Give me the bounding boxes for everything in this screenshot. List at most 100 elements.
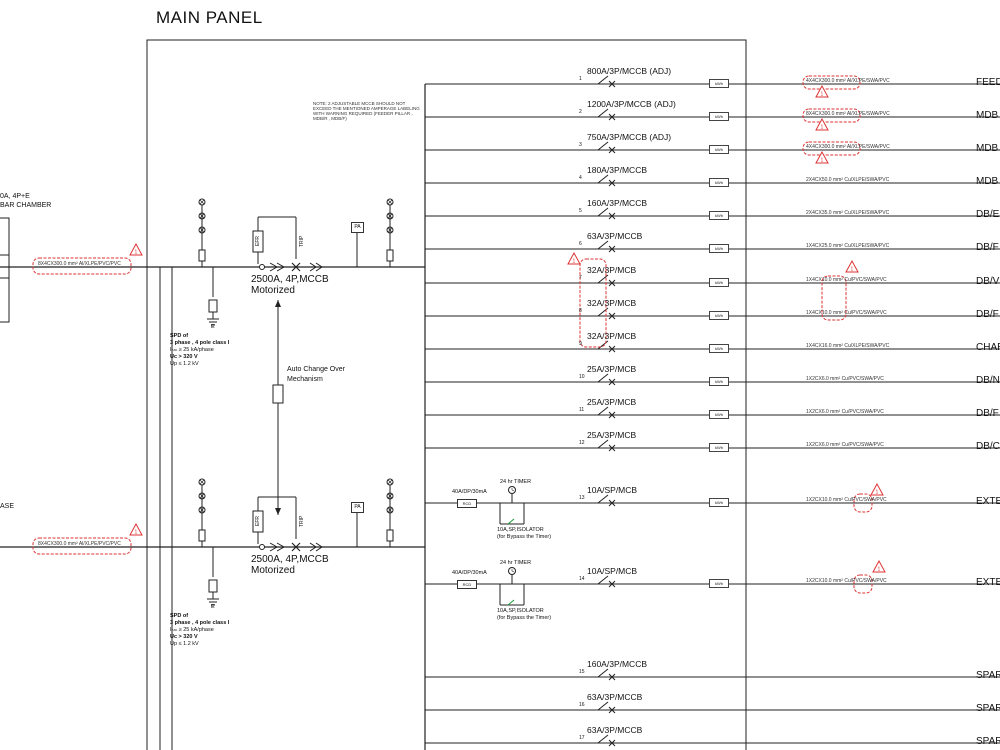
fuse-2-0 [198,529,206,542]
incomer-label-2-0: ASE [0,503,15,510]
circuit-number-6: 6 [579,241,582,247]
rev-cloud-7 [821,275,847,321]
spd-spec-1-2: Iₙₘ ≥ 25 kA/phase [170,347,214,353]
ct-cross [387,199,393,205]
circuit-rating-11: 25A/3P/MCB [587,397,637,407]
timer-hands [511,488,515,492]
circuit-rating-12: 25A/3P/MCB [587,430,637,440]
destination-10: DB/N [976,375,1000,386]
rev-flag-3-label: 1 [821,158,824,164]
circuit-rating-4: 180A/3P/MCCB [587,165,647,175]
ct-sensor-2 [259,544,265,550]
breaker-5-blade [597,207,609,217]
circuit-number-16: 16 [579,702,585,708]
breaker-3-blade [597,141,609,151]
earth-label-1: E [211,324,215,330]
destination-4: MDB [976,176,999,187]
circuit-number-12: 12 [579,440,585,446]
rev-flag-14 [872,559,886,573]
breaker-7-blade [597,274,609,284]
incomer-cable-1: 8X4CX300.0 mm² Al/XLPE/PVC/PVC [38,261,121,267]
spd-spec-2-2: Iₙₘ ≥ 25 kA/phase [170,627,214,633]
timer-label-14: 24 hr TIMER [500,560,532,566]
rev-flag-13-label: 1 [876,490,879,496]
breaker-5-cross [608,212,616,220]
ct-cross [387,479,393,485]
breaker-9-blade [597,340,609,350]
main-panel-frame [146,39,747,750]
breaker-1-cross [608,80,616,88]
breaker-16-cross [608,706,616,714]
destination-6: DB/F [976,242,999,253]
circuit-rating-7: 32A/3P/MCB [587,265,637,275]
efr-label-2: EFR [255,516,261,526]
rev-flag-6 [567,251,581,265]
interlock-box [272,384,284,404]
auto-change-over-0: Auto Change Over [287,366,345,373]
circuit-rating-15: 160A/3P/MCCB [587,659,647,669]
ct-sensor-1 [259,264,265,270]
rev-flag-6-label: 1 [573,259,576,265]
breaker-11-cross [608,411,616,419]
earth-label-2: E [211,604,215,610]
circuit-number-13: 13 [579,495,585,501]
kwh-meter-11: kWh [709,410,729,419]
spd-spec-2-1: 3 phase , 4 pole class I [170,620,230,626]
kwh-meter-14: kWh [709,579,729,588]
rev-cloud-6-9 [579,258,607,348]
rev-cloud-13 [853,493,873,513]
destination-2: MDB [976,110,999,121]
circuit-rating-2: 1200A/3P/MCCB (ADJ) [587,99,676,109]
rcd-rating-14: 40A/DP/30mA [452,570,487,576]
circuit-number-7: 7 [579,275,582,281]
page-title: MAIN PANEL [156,8,263,27]
main-breaker-note-2: Motorized [251,565,295,576]
cable-spec-7: 1X4CX10.0 mm² Cu/PVC/SWA/PVC [806,277,887,283]
destination-17: SPAR [976,736,1000,747]
timer-label-13: 24 hr TIMER [500,479,532,485]
rev-cloud-incomer-1 [32,257,132,275]
isolator-13 [507,518,515,525]
kwh-meter-5: kWh [709,211,729,220]
rev-flag-7 [845,259,859,273]
circuit-number-1: 1 [579,76,582,82]
isolator-note-14: (for Bypass the Timer) [497,615,552,621]
rev-flag-incomer-2 [129,522,143,536]
main-breaker-label-2: 2500A, 4P,MCCB [251,554,329,565]
rcd-rating-13: 40A/DP/30mA [452,489,487,495]
destination-14: EXTE [976,577,1000,588]
trip-label-2: TRIP [299,515,305,527]
fuse-2-1 [386,529,394,542]
kwh-meter-7: kWh [709,278,729,287]
breaker-17-blade [597,734,609,744]
incomer-label-1-0: 0A, 4P+E [0,193,30,200]
circuit-rating-13: 10A/SP/MCB [587,485,638,495]
cable-spec-1: 4X4CX300.0 mm² Al/XLPE/SWA/PVC [806,78,890,84]
spd-spec-2-4: Up ≤ 1.2 kV [170,641,199,647]
rev-flag-incomer-1-label: 1 [135,250,138,256]
bar-chamber-box [0,217,10,323]
isolator-note-13: (for Bypass the Timer) [497,534,552,540]
rev-flag-1 [815,84,829,98]
isolator-14 [507,599,515,606]
circuit-number-2: 2 [579,109,582,115]
circuit-number-8: 8 [579,308,582,314]
circuit-number-15: 15 [579,669,585,675]
breaker-15-blade [597,668,609,678]
ct-cross [199,479,205,485]
destination-16: SPAR [976,703,1000,714]
destination-3: MDB [976,143,999,154]
circuit-number-4: 4 [579,175,582,181]
fuse-1-0 [198,249,206,262]
destination-15: SPAR [976,670,1000,681]
destination-8: DB/F [976,309,999,320]
adjustable-mccb-note: NOTE: 2 ADJUSTABLE MCCB SHOULD NOT EXCEE… [313,101,420,121]
spd-spec-1-3: Uc > 320 V [170,354,198,360]
breaker-11-blade [597,406,609,416]
interlock-arrow-up [275,300,281,307]
circuit-number-10: 10 [579,374,585,380]
breaker-10-blade [597,373,609,383]
breaker-14-cross [608,580,616,588]
interlock-arrow-down [275,508,281,515]
breaker-8-cross [608,312,616,320]
